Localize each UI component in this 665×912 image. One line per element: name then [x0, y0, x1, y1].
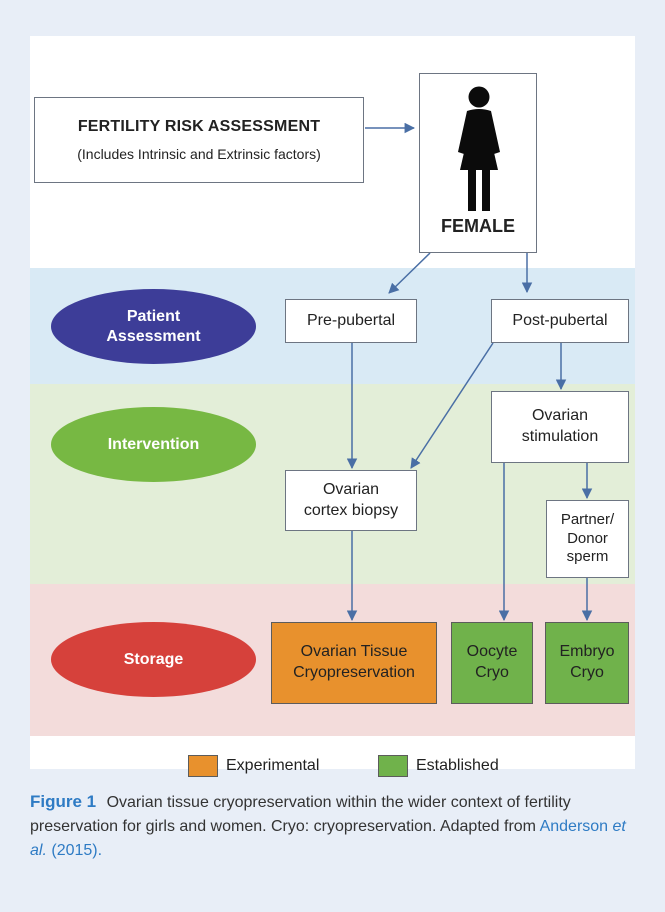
- legend-swatch-established: [378, 755, 408, 777]
- oocyte-cryo-label: Oocyte Cryo: [466, 643, 518, 681]
- ovarian-stimulation-label: Ovarian stimulation: [521, 407, 599, 445]
- partner-donor-sperm-label: Partner/ Donor sperm: [560, 510, 615, 566]
- ovarian-tissue-cryo-box: Ovarian Tissue Cryopreservation: [271, 622, 437, 704]
- female-label: FEMALE: [441, 215, 515, 236]
- figure-caption: Figure 1 Ovarian tissue cryopreservation…: [30, 790, 635, 863]
- arrow-female-to-prepubertal: [388, 252, 431, 294]
- intervention-ellipse: Intervention: [51, 407, 256, 482]
- risk-assessment-title: FERTILITY RISK ASSESSMENT: [77, 117, 321, 135]
- oocyte-cryo-box: Oocyte Cryo: [451, 622, 533, 704]
- caption-text: Ovarian tissue cryopreservation within t…: [30, 794, 571, 835]
- legend-label-experimental: Experimental: [226, 757, 320, 774]
- ovarian-stimulation-box: Ovarian stimulation: [491, 391, 629, 463]
- legend-swatch-experimental: [188, 755, 218, 777]
- intervention-label: Intervention: [107, 435, 200, 453]
- risk-assessment-box: FERTILITY RISK ASSESSMENT (Includes Intr…: [34, 97, 364, 183]
- arrow-postpubertal-to-biopsy: [410, 342, 494, 469]
- caption-reference-link[interactable]: Anderson et al. (2015).: [30, 818, 626, 859]
- pre-pubertal-label: Pre-pubertal: [306, 311, 396, 329]
- ovarian-cortex-biopsy-label: Ovarian cortex biopsy: [303, 480, 399, 519]
- post-pubertal-box: Post-pubertal: [491, 299, 629, 343]
- female-box: FEMALE: [419, 73, 537, 253]
- embryo-cryo-label: Embryo Cryo: [559, 643, 615, 681]
- risk-assessment-subtitle: (Includes Intrinsic and Extrinsic factor…: [77, 146, 321, 163]
- legend-label-established: Established: [416, 757, 499, 774]
- embryo-cryo-box: Embryo Cryo: [545, 622, 629, 704]
- partner-donor-sperm-box: Partner/ Donor sperm: [546, 500, 629, 578]
- post-pubertal-label: Post-pubertal: [512, 311, 608, 329]
- pre-pubertal-box: Pre-pubertal: [285, 299, 417, 343]
- patient-assessment-ellipse: Patient Assessment: [51, 289, 256, 364]
- ovarian-cortex-biopsy-box: Ovarian cortex biopsy: [285, 470, 417, 531]
- caption-link-etal: et al.: [30, 818, 626, 859]
- caption-link-year: (2015).: [51, 842, 103, 859]
- female-figure-icon: [458, 86, 500, 211]
- storage-ellipse: Storage: [51, 622, 256, 697]
- ovarian-tissue-cryo-label: Ovarian Tissue Cryopreservation: [293, 643, 415, 681]
- caption-link-author: Anderson: [539, 818, 609, 835]
- patient-assessment-label: Patient Assessment: [106, 307, 201, 345]
- caption-figure-label: Figure 1: [30, 792, 97, 811]
- storage-label: Storage: [123, 650, 184, 668]
